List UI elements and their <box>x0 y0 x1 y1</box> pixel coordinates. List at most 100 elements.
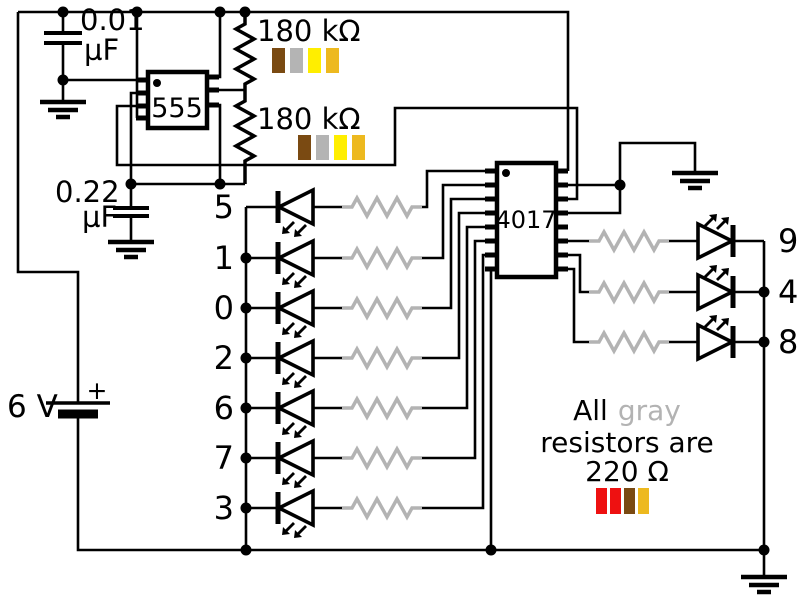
note-line2: resistors are <box>540 426 713 459</box>
c2-unit-label: µF <box>82 200 117 234</box>
label-output-2: 2 <box>214 339 234 377</box>
r1-value-label: 180 kΩ <box>257 14 361 48</box>
note-band-brown <box>624 488 635 514</box>
r2-value-label: 180 kΩ <box>257 102 361 136</box>
led-output-3 <box>278 491 313 538</box>
wire-riser-out1 <box>422 183 485 260</box>
note-band-red-1 <box>596 488 607 514</box>
label-output-0: 0 <box>214 289 234 327</box>
resistor-out4 <box>587 281 671 303</box>
wire-riser-out5 <box>422 169 485 209</box>
r2-band-yellow <box>334 135 347 160</box>
label-output-9: 9 <box>778 222 798 260</box>
wire-555-pin2-to-c2-node <box>129 91 136 184</box>
r1-band-gold <box>326 48 339 73</box>
battery-voltage-label: 6 V <box>7 389 58 425</box>
note-word-gray: gray <box>618 394 681 427</box>
r2-band-silver <box>316 135 329 160</box>
resistor-out9 <box>587 230 671 252</box>
resistor-out7 <box>340 447 424 469</box>
wire-riser-out0 <box>422 197 485 310</box>
wire-out8-lead <box>568 267 589 344</box>
ground-4017-icon <box>672 173 718 188</box>
led-output-2 <box>278 341 313 388</box>
led-output-8 <box>698 315 733 359</box>
wire-out4-lead <box>568 253 589 294</box>
c1-unit-label: µF <box>84 33 119 67</box>
label-output-8: 8 <box>778 323 798 361</box>
led-output-1 <box>278 241 313 288</box>
c2-value-label: 0.22 <box>55 175 120 209</box>
ground-c1-icon <box>40 102 86 117</box>
wire-555-pin8-to-rail <box>218 12 222 79</box>
led-output-4 <box>698 265 733 309</box>
ic-4017: 4017 <box>485 160 568 280</box>
ground-main-icon <box>741 577 787 592</box>
wire-riser-out7 <box>422 239 485 460</box>
junction-dots <box>57 6 770 556</box>
wire-4017-clock-enable <box>568 185 622 215</box>
led-output-5 <box>278 190 313 237</box>
led-output-7 <box>278 441 313 488</box>
r1-band-silver <box>290 48 303 73</box>
label-output-6: 6 <box>214 389 234 427</box>
leds-right <box>698 214 733 359</box>
wire-reset-net-to-ground <box>618 141 697 185</box>
note-color-bands <box>596 488 649 514</box>
wire-riser-out3 <box>422 253 485 510</box>
capacitor-c2 <box>113 206 149 218</box>
resistor-out1 <box>340 247 424 269</box>
wire-riser-out2 <box>422 211 485 360</box>
note-line3: 220 Ω <box>585 455 669 488</box>
note-band-red-2 <box>610 488 621 514</box>
led-output-9 <box>698 214 733 258</box>
leds-left <box>278 190 313 538</box>
output-number-labels-right: 9 4 8 <box>778 222 798 361</box>
wires <box>16 10 766 577</box>
wire-riser-out6 <box>422 225 485 410</box>
r1-band-brown <box>272 48 285 73</box>
ground-c2-icon <box>108 242 154 257</box>
ic-4017-label: 4017 <box>495 206 556 234</box>
battery-plus-label: + <box>87 376 108 405</box>
resistor-out5 <box>340 196 424 218</box>
wire-left-rail-to-battery <box>16 12 80 403</box>
capacitor-c1 <box>44 31 82 45</box>
resistor-r2 <box>232 90 258 184</box>
ic-555: 555 <box>136 69 219 131</box>
wire-battery-to-bottom-bus <box>76 417 764 552</box>
ic-555-pins <box>136 74 219 121</box>
label-output-4: 4 <box>778 273 798 311</box>
label-output-1: 1 <box>214 239 234 277</box>
ic-555-pin1-dot <box>153 79 161 87</box>
resistor-r1 <box>232 12 258 90</box>
label-output-7: 7 <box>214 439 234 477</box>
r2-band-gold <box>352 135 365 160</box>
label-output-5: 5 <box>214 188 234 226</box>
wire-4017-vss-to-bus <box>485 267 493 550</box>
r2-color-bands <box>298 135 365 160</box>
wire-555-pin6-to-c2-node <box>218 103 222 184</box>
r2-band-brown <box>298 135 311 160</box>
c1-value-label: 0.01 <box>80 3 145 37</box>
resistor-out8 <box>587 331 671 353</box>
resistor-out6 <box>340 397 424 419</box>
note-word-all: All <box>573 394 608 427</box>
wire-top-power-rail <box>18 10 570 171</box>
led-output-6 <box>278 391 313 438</box>
resistor-out0 <box>340 297 424 319</box>
ic-4017-pins <box>485 168 568 272</box>
output-number-labels-left: 5 1 0 2 6 7 3 <box>214 188 234 527</box>
label-output-3: 3 <box>214 489 234 527</box>
ic-4017-pin1-dot <box>502 169 510 177</box>
note-band-gold <box>638 488 649 514</box>
ic-555-label: 555 <box>151 93 203 124</box>
led-output-0 <box>278 291 313 338</box>
resistor-out3 <box>340 497 424 519</box>
battery-symbol <box>46 401 110 419</box>
resistor-out2 <box>340 347 424 369</box>
